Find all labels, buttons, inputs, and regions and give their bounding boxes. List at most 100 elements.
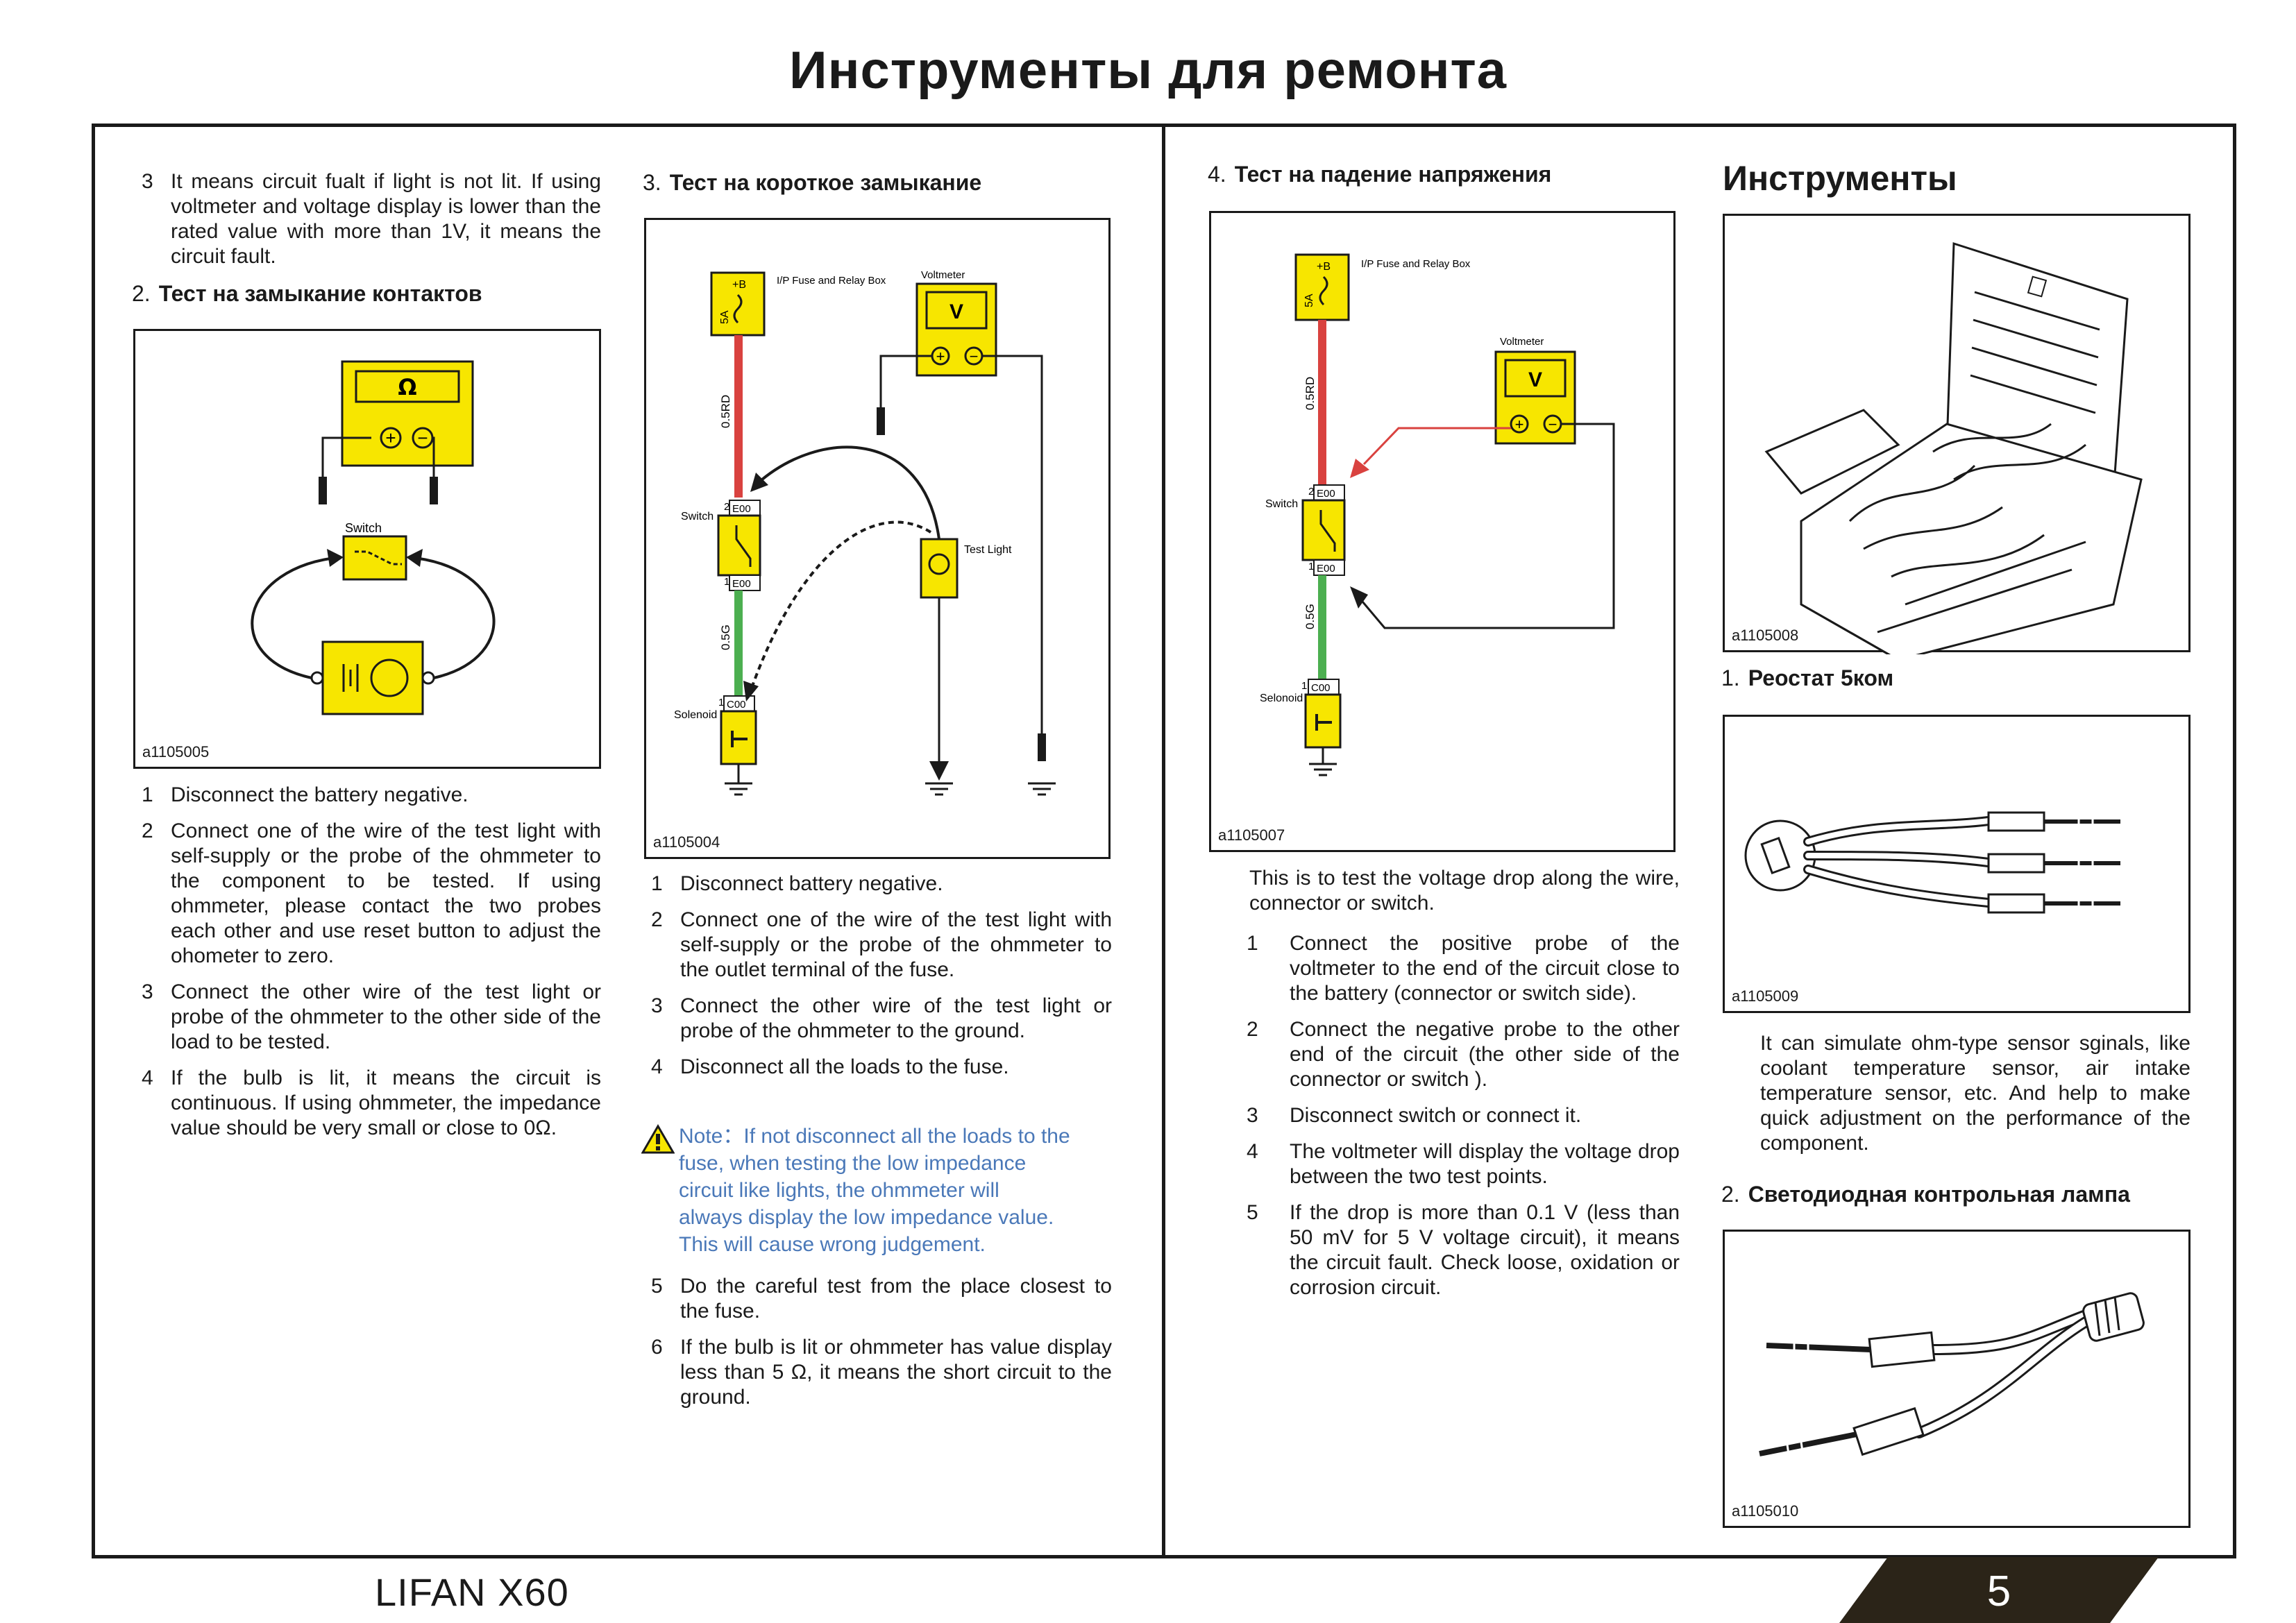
voltmeter-label: Voltmeter	[921, 269, 965, 281]
green-wire	[1318, 575, 1326, 681]
list-item: 4 Disconnect all the loads to the fuse.	[651, 1055, 1009, 1078]
switch-icon	[342, 535, 407, 581]
figure-caption: a1105007	[1218, 826, 1285, 844]
svg-text:0.5RD: 0.5RD	[719, 395, 732, 428]
svg-text:0.5G: 0.5G	[719, 624, 732, 650]
fuse-icon	[710, 271, 766, 337]
test-light-icon	[920, 538, 959, 599]
switch-label: Switch	[1265, 498, 1298, 510]
switch-label: Switch	[345, 521, 382, 535]
short-circuit-diagram: +B 5A I/P Fuse and Relay Box 0.5RD Switc…	[674, 269, 1056, 796]
svg-text:+: +	[936, 348, 945, 365]
test-light-label: Test Light	[964, 544, 1012, 556]
svg-text:5A: 5A	[719, 310, 731, 324]
column-4-heading-1: 1. Реостат 5ком	[1721, 665, 2193, 691]
figure-rheostat: a1105009	[1723, 715, 2191, 1013]
figure-caption: a1105004	[653, 833, 720, 851]
svg-text:−: −	[1548, 416, 1558, 433]
list-item: 2 Connect one of the wire of the test li…	[142, 819, 601, 967]
negative-probe-lead	[1361, 423, 1615, 629]
probe-icon	[877, 407, 885, 435]
continuity-diagram: Ω + − Switch	[251, 360, 496, 715]
svg-text:+: +	[1515, 416, 1524, 433]
load-icon	[321, 640, 424, 715]
list-item: 5 Do the careful test from the place clo…	[651, 1275, 1112, 1323]
svg-text:−: −	[970, 348, 979, 365]
intro-paragraph: This is to test the voltage drop along t…	[1249, 867, 1680, 915]
svg-text:C00: C00	[1311, 682, 1331, 694]
column-3-heading: 4. Тест на падение напряжения	[1208, 161, 1680, 187]
list-item: 4 The voltmeter will display the voltage…	[1247, 1140, 1680, 1188]
section-heading: 3. Тест на короткое замыкание	[643, 170, 982, 195]
column-2-steps-b: 5 Do the careful test from the place clo…	[641, 1274, 1112, 1421]
page-number: 5	[1986, 1567, 2011, 1615]
svg-text:2: 2	[1308, 486, 1314, 498]
probe-icon	[430, 477, 438, 504]
green-wire	[734, 590, 743, 696]
page-title: Инструменты для ремонта	[788, 41, 1508, 100]
fuse-box-label: I/P Fuse and Relay Box	[1361, 258, 1471, 270]
svg-text:+: +	[385, 427, 396, 448]
column-1-steps: 1 Disconnect the battery negative. 2 Con…	[132, 783, 601, 1152]
svg-text:+B: +B	[1317, 261, 1331, 273]
svg-text:0.5G: 0.5G	[1303, 604, 1317, 629]
section-heading: 1. Реостат 5ком	[1721, 665, 1894, 690]
list-item: 6 If the bulb is lit or ohmmeter has val…	[651, 1336, 1112, 1409]
figure-continuity: Ω + − Switch a1105005	[133, 329, 601, 769]
list-item: 3 It means circuit fualt if light is not…	[142, 170, 601, 268]
column-3-text: This is to test the voltage drop along t…	[1249, 866, 1680, 930]
fuse-box-label: I/P Fuse and Relay Box	[777, 275, 886, 287]
figure-caption: a1105010	[1732, 1502, 1799, 1520]
list-item: 5 If the drop is more than 0.1 V (less t…	[1247, 1201, 1680, 1299]
svg-text:C00: C00	[727, 699, 746, 711]
rheostat-image	[1744, 811, 2120, 914]
red-wire	[1318, 320, 1326, 485]
figure-caption: a1105005	[142, 743, 210, 760]
voltmeter-label: Voltmeter	[1500, 336, 1544, 348]
column-2-heading: 3. Тест на короткое замыкание	[643, 169, 1112, 196]
column-4-heading-2: 2. Светодиодная контрольная лампа	[1721, 1181, 2193, 1207]
ohm-symbol: Ω	[398, 374, 416, 400]
column-1: 3 It means circuit fualt if light is not…	[132, 169, 601, 307]
figure-led-test-lamp: a1105010	[1723, 1230, 2191, 1528]
note-block: Note：If not disconnect all the loads to …	[679, 1125, 1070, 1256]
svg-text:1: 1	[718, 697, 724, 708]
note-label: Note：	[679, 1125, 744, 1148]
warning-icon	[641, 1124, 675, 1154]
section-heading: 4. Тест на падение напряжения	[1208, 162, 1552, 187]
switch-label: Switch	[681, 511, 714, 522]
footer-model-name: LIFAN X60	[375, 1570, 569, 1614]
toolkit-case-image	[1764, 241, 2143, 654]
svg-text:0.5RD: 0.5RD	[1303, 377, 1317, 410]
figure-caption: a1105009	[1732, 987, 1799, 1005]
list-item: 1 Disconnect the battery negative.	[142, 783, 469, 806]
svg-text:V: V	[949, 300, 963, 323]
svg-text:−: −	[417, 427, 428, 448]
list-item: 1 Connect the positive probe of the volt…	[1247, 932, 1680, 1005]
probe-icon	[319, 477, 327, 504]
section-heading: 2. Светодиодная контрольная лампа	[1721, 1182, 2130, 1207]
svg-text:+B: +B	[732, 279, 746, 291]
voltage-drop-diagram: +B 5A I/P Fuse and Relay Box 0.5RD Switc…	[1260, 253, 1615, 776]
page-number-tab	[1839, 1557, 2159, 1623]
svg-text:5A: 5A	[1303, 294, 1315, 307]
positive-probe-lead	[1362, 427, 1511, 466]
fuse-icon	[1294, 253, 1350, 321]
frame-divider	[1162, 124, 1165, 1558]
switch-icon	[717, 514, 761, 577]
svg-text:1: 1	[1308, 561, 1314, 572]
figure-caption: a1105008	[1732, 627, 1799, 644]
svg-text:E00: E00	[1317, 488, 1335, 500]
ohmmeter-display	[355, 370, 460, 403]
list-item: 2 Connect the negative probe to the othe…	[1247, 1018, 1680, 1091]
list-item: 3 Connect the other wire of the test lig…	[142, 980, 601, 1053]
svg-text:E00: E00	[732, 578, 751, 590]
switch-icon	[1301, 499, 1346, 561]
figure-short-circuit: +B 5A I/P Fuse and Relay Box 0.5RD Switc…	[644, 218, 1111, 859]
svg-text:V: V	[1528, 368, 1542, 391]
list-item: 1 Disconnect battery negative.	[651, 872, 943, 895]
svg-text:E00: E00	[732, 503, 751, 515]
led-test-lamp-image	[1759, 1292, 2145, 1456]
solenoid-label: Selonoid	[1260, 692, 1303, 704]
svg-text:1: 1	[724, 576, 729, 588]
